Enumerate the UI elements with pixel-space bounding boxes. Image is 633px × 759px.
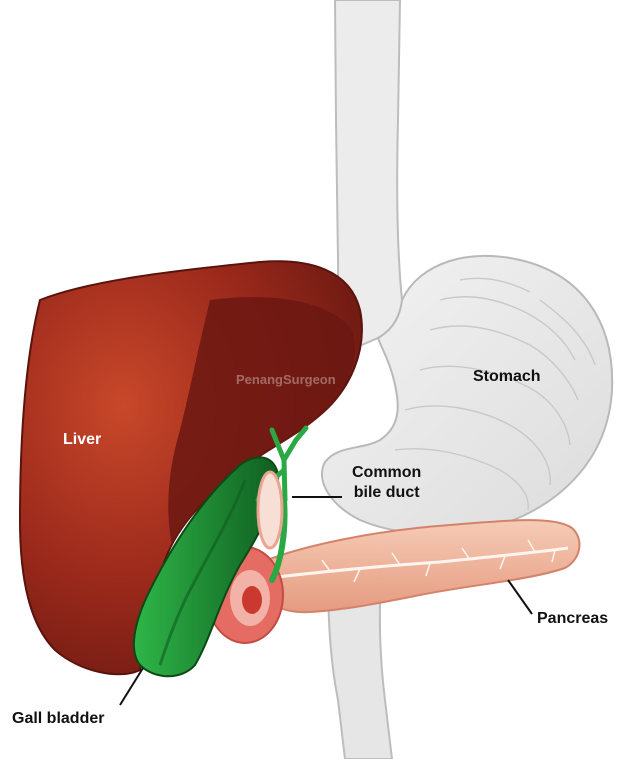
watermark: PenangSurgeon bbox=[236, 372, 336, 387]
common-bile-duct-label-line2: bile duct bbox=[353, 484, 420, 501]
stomach-label: Stomach bbox=[473, 368, 541, 385]
bile-duct-section bbox=[256, 470, 284, 550]
common-bile-duct-label-line1: Common bbox=[352, 464, 422, 481]
pancreas-label: Pancreas bbox=[537, 610, 609, 627]
liver-label: Liver bbox=[63, 431, 102, 448]
common-bile-duct-label: Common bile duct bbox=[352, 463, 421, 503]
pancreatic-duct bbox=[267, 546, 569, 580]
common-bile-duct bbox=[269, 497, 288, 583]
pancreas bbox=[253, 519, 581, 614]
pancreatic-duct-branches bbox=[321, 539, 556, 583]
liver-underside bbox=[168, 297, 355, 545]
gall-bladder-leader-line bbox=[119, 667, 144, 706]
gall-bladder-label: Gall bladder bbox=[12, 710, 105, 727]
stomach-rugae bbox=[394, 277, 596, 511]
pancreas-leader-line bbox=[507, 579, 533, 615]
